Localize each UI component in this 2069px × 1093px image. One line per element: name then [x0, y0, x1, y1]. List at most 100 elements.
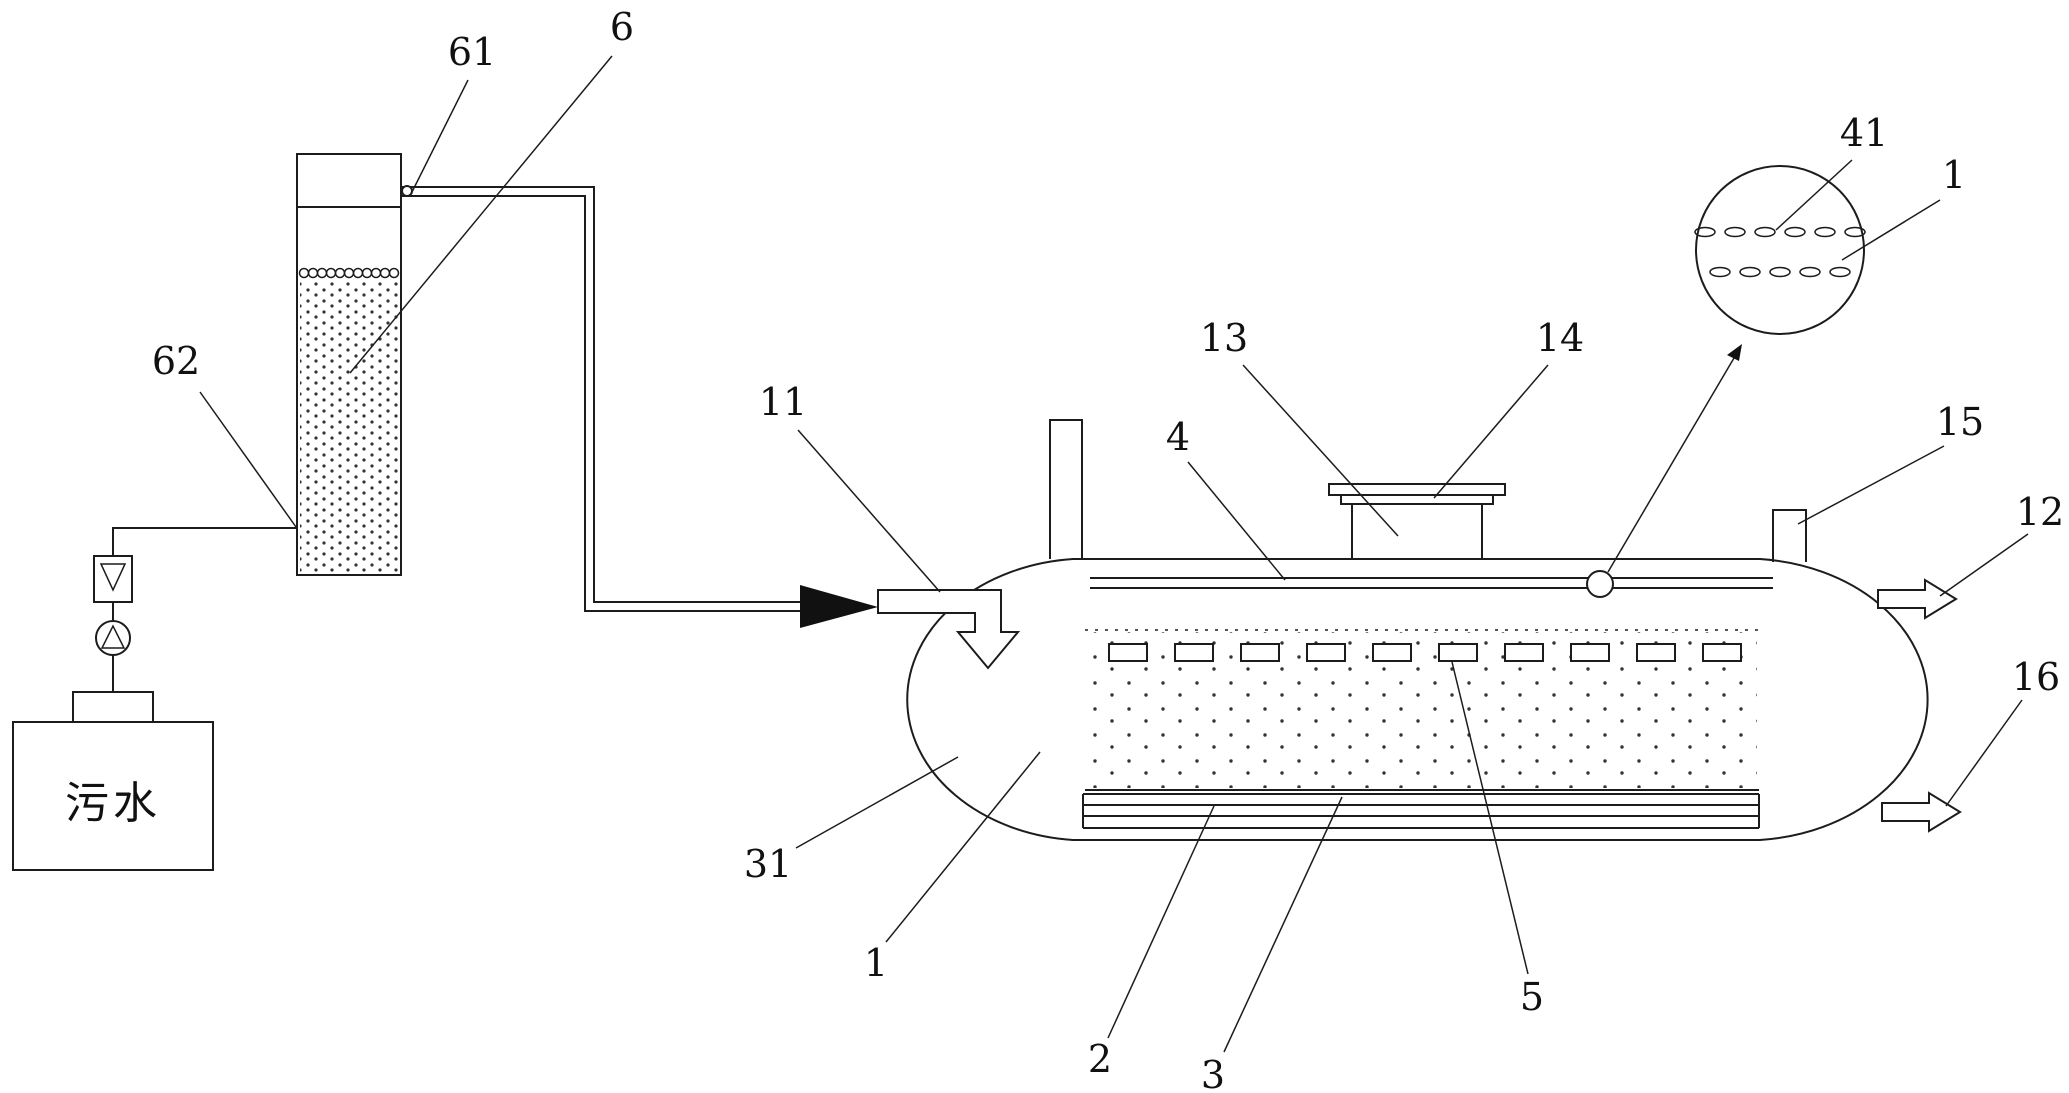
reference-labels: 61 6 62 11 4 13 14 41 1 15 12 16 31 1 2 …	[152, 5, 2064, 1093]
leader-line-1-bottom	[885, 751, 1041, 943]
plate-holes	[1694, 226, 1866, 278]
plate-hole	[1799, 266, 1821, 278]
media-ball	[388, 267, 400, 279]
leader-line-11	[797, 429, 941, 593]
wastewater-source: 污水	[12, 527, 297, 871]
distributor-slot	[1504, 643, 1544, 662]
label-16: 16	[2012, 655, 2060, 699]
label-6: 6	[610, 5, 634, 49]
pump-triangle-icon	[100, 624, 126, 649]
label-61: 61	[448, 30, 496, 74]
leader-line-2	[1107, 805, 1215, 1039]
plate-hole	[1829, 266, 1851, 278]
leader-line-15	[1797, 445, 1945, 525]
distributor-slot	[1636, 643, 1676, 662]
distributor-slot	[1702, 643, 1742, 662]
plate-hole	[1724, 226, 1746, 238]
media-ball	[316, 267, 328, 279]
flow-meter-icon	[93, 555, 133, 603]
plate-hole	[1754, 226, 1776, 238]
manhole	[1328, 483, 1506, 559]
detail-callout	[1607, 165, 1866, 573]
media-ball	[352, 267, 364, 279]
wastewater-tank-stub	[72, 691, 154, 723]
callout-arrowhead-icon	[1727, 344, 1742, 361]
plate-hole	[1739, 266, 1761, 278]
callout-arrow-line	[1607, 357, 1735, 573]
detail-marker-circle	[1586, 570, 1614, 598]
inlet-elbow-down-arrow-icon	[877, 589, 1021, 670]
leader-line-31	[795, 756, 959, 849]
media-ball	[334, 267, 346, 279]
media-ball	[298, 267, 310, 279]
media-ball	[379, 267, 391, 279]
reactor-tank	[906, 419, 1929, 841]
media-ball	[307, 267, 319, 279]
label-14: 14	[1536, 316, 1584, 360]
leader-line-1-top	[1841, 199, 1941, 261]
leader-line-61	[410, 79, 469, 195]
distributor-slots	[1108, 643, 1742, 662]
plate-hole	[1709, 266, 1731, 278]
leader-line-5	[1451, 661, 1529, 975]
label-12: 12	[2016, 490, 2064, 534]
label-5: 5	[1520, 975, 1544, 1019]
filter-media-fill	[300, 281, 398, 573]
feed-pipe-to-column	[112, 527, 297, 556]
media-ball	[343, 267, 355, 279]
label-3: 3	[1201, 1053, 1225, 1093]
leader-line-13	[1242, 364, 1399, 537]
label-11: 11	[759, 380, 807, 424]
distributor-slot	[1306, 643, 1346, 662]
label-41: 41	[1840, 111, 1888, 155]
leader-line-62	[199, 391, 297, 528]
pipe-junction-fitting	[401, 185, 413, 197]
label-1-bottom: 1	[864, 941, 888, 985]
leader-line-41	[1775, 159, 1853, 231]
distributor-slot	[1372, 643, 1412, 662]
leader-line-14	[1433, 364, 1549, 499]
feed-pipe-wall-outer	[401, 186, 800, 603]
plate-hole	[1844, 226, 1866, 238]
leader-line-16	[1945, 699, 2023, 807]
media-bed	[1085, 629, 1759, 791]
distributor-slot	[1108, 643, 1148, 662]
feed-pipe-wall-inner	[401, 195, 800, 612]
media-ball	[361, 267, 373, 279]
outlet-arrow-top-icon	[1877, 578, 1958, 620]
manhole-flange-upper	[1328, 483, 1506, 496]
leader-line-4	[1187, 461, 1286, 581]
media-balls-row	[298, 267, 400, 279]
media-ball	[325, 267, 337, 279]
manhole-flange-lower	[1340, 494, 1494, 505]
distributor-slot	[1240, 643, 1280, 662]
standpipe-stub	[1049, 419, 1083, 559]
distributor-slot	[1570, 643, 1610, 662]
distributor-slot	[1174, 643, 1214, 662]
label-62: 62	[152, 339, 200, 383]
reactor-shell	[906, 558, 1929, 841]
bottom-plate-stack	[1082, 793, 1760, 829]
filter-column	[296, 153, 402, 576]
distributor-slot	[1438, 643, 1478, 662]
flow-meter-funnel-icon	[99, 563, 127, 592]
leader-line-12	[1939, 533, 2029, 597]
label-13: 13	[1200, 316, 1248, 360]
wastewater-label: 污水	[65, 778, 161, 829]
flow-direction-arrow-icon	[800, 585, 878, 628]
leader-line-6	[349, 55, 613, 374]
leader-line-3	[1223, 796, 1343, 1053]
label-4: 4	[1166, 415, 1190, 459]
plate-hole	[1694, 226, 1716, 238]
plate-hole	[1814, 226, 1836, 238]
plate-hole	[1769, 266, 1791, 278]
filter-column-shell	[296, 153, 402, 576]
label-2: 2	[1088, 1037, 1112, 1081]
detail-circle	[1695, 165, 1865, 335]
plate-hole	[1784, 226, 1806, 238]
outlet-arrow-bottom-icon	[1881, 791, 1962, 833]
label-1-top: 1	[1942, 153, 1966, 197]
label-15: 15	[1936, 400, 1984, 444]
